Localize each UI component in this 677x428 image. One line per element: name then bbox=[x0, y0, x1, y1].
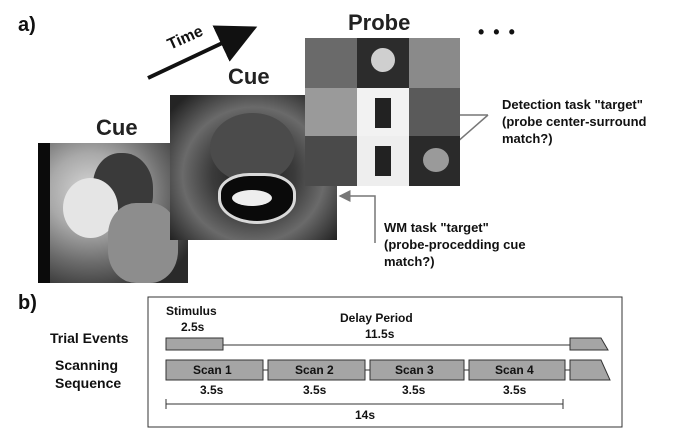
detection-text-line-1: Detection task "target" bbox=[502, 97, 643, 112]
wm-text-line-2: (probe-procedding cue bbox=[384, 237, 526, 252]
detection-text-line-2: (probe center-surround bbox=[502, 114, 647, 129]
row-label-scanning-2: Sequence bbox=[55, 375, 122, 391]
next-stimulus-bar bbox=[569, 337, 609, 351]
time-arrow bbox=[147, 25, 258, 80]
stimulus-duration: 2.5s bbox=[181, 320, 205, 334]
panel-b-label: b) bbox=[18, 292, 37, 314]
scan-4-duration: 3.5s bbox=[503, 383, 527, 397]
delay-label: Delay Period bbox=[340, 311, 413, 325]
scan-2-label: Scan 2 bbox=[295, 363, 334, 377]
delay-duration: 11.5s bbox=[365, 327, 395, 341]
scan-1-label: Scan 1 bbox=[193, 363, 232, 377]
scan-4-label: Scan 4 bbox=[495, 363, 534, 377]
row-label-trial-events: Trial Events bbox=[50, 330, 129, 346]
wm-arrow bbox=[338, 190, 376, 243]
probe-image bbox=[305, 38, 460, 186]
scan-2-duration: 3.5s bbox=[303, 383, 327, 397]
scan-3-label: Scan 3 bbox=[395, 363, 434, 377]
scan-1-duration: 3.5s bbox=[200, 383, 224, 397]
stimulus-label: Stimulus bbox=[166, 304, 217, 318]
probe-label: Probe bbox=[348, 10, 411, 35]
next-scan-box bbox=[569, 359, 611, 381]
scan-3-duration: 3.5s bbox=[402, 383, 426, 397]
total-duration: 14s bbox=[355, 408, 376, 422]
panel-a-label: a) bbox=[18, 14, 36, 36]
cue2-label: Cue bbox=[228, 64, 270, 89]
cue1-image bbox=[38, 143, 188, 283]
panel-b-frame bbox=[147, 296, 623, 428]
stimulus-bar bbox=[165, 337, 224, 351]
wm-text-line-1: WM task "target" bbox=[384, 220, 489, 235]
wm-text-line-3: match?) bbox=[384, 254, 435, 269]
row-label-scanning-1: Scanning bbox=[55, 357, 119, 373]
continuation-dots: • • • bbox=[478, 22, 517, 42]
cue1-label: Cue bbox=[96, 115, 138, 140]
detection-text-line-3: match?) bbox=[502, 131, 553, 146]
